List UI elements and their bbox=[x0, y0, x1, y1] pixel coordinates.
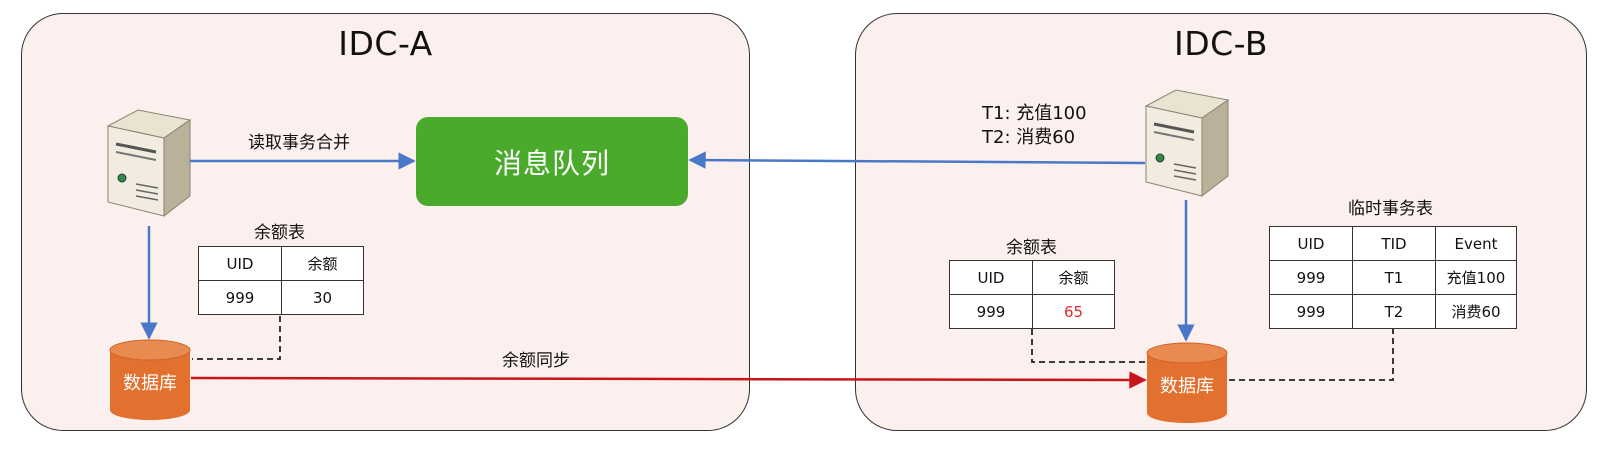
balance-sync-label: 余额同步 bbox=[502, 351, 570, 371]
table-row: 999 T1 充值100 bbox=[1269, 260, 1517, 295]
table-row: 999 T2 消费60 bbox=[1269, 294, 1517, 329]
table-cell: T2 bbox=[1352, 294, 1436, 329]
merge-transactions-label: 读取事务合并 bbox=[248, 133, 350, 153]
table-cell: 充值100 bbox=[1435, 260, 1517, 295]
table-header-cell: 余额 bbox=[1032, 260, 1115, 295]
balance-table: UID 余额 999 65 bbox=[949, 260, 1115, 329]
arrow-server-b-to-queue bbox=[688, 151, 1146, 169]
table-cell: 消费60 bbox=[1435, 294, 1517, 329]
dashed-link-a-table-db bbox=[192, 316, 281, 360]
idc-b-title: IDC-B bbox=[1173, 24, 1269, 63]
table-cell-balance-value: 65 bbox=[1032, 294, 1115, 329]
server-icon bbox=[106, 109, 192, 218]
table-cell: 30 bbox=[281, 280, 364, 315]
table-cell: 999 bbox=[1269, 294, 1353, 329]
table-header-cell: Event bbox=[1435, 226, 1517, 261]
message-queue-node: 消息队列 bbox=[416, 117, 688, 206]
message-queue-label: 消息队列 bbox=[493, 146, 610, 180]
database-label: 数据库 bbox=[123, 373, 177, 394]
temp-transaction-table: UID TID Event 999 T1 充值100 999 T2 消费60 bbox=[1269, 226, 1517, 329]
balance-table-caption: 余额表 bbox=[1006, 238, 1057, 258]
dashed-link-b-table-db bbox=[1031, 329, 1145, 363]
database-label: 数据库 bbox=[1160, 376, 1214, 397]
table-header-cell: UID bbox=[949, 260, 1033, 295]
table-cell: T1 bbox=[1352, 260, 1436, 295]
table-cell: 999 bbox=[949, 294, 1033, 329]
table-header-cell: 余额 bbox=[281, 246, 364, 281]
idc-a-title: IDC-A bbox=[338, 24, 433, 63]
transaction-item: T1: 充值100 bbox=[982, 103, 1087, 124]
server-icon bbox=[1144, 89, 1230, 198]
arrow-balance-sync bbox=[190, 371, 1147, 389]
table-row: 999 30 bbox=[198, 280, 364, 315]
table-header-cell: TID bbox=[1352, 226, 1436, 261]
table-header-cell: UID bbox=[1269, 226, 1353, 261]
transaction-list: T1: 充值100 T2: 消费60 bbox=[982, 102, 1087, 150]
database-icon: 数据库 bbox=[109, 339, 191, 420]
database-icon: 数据库 bbox=[1146, 342, 1228, 423]
transaction-item: T2: 消费60 bbox=[982, 127, 1076, 148]
dashed-link-temp-table-db bbox=[1228, 328, 1394, 381]
balance-table-caption: 余额表 bbox=[254, 223, 305, 243]
temp-table-caption: 临时事务表 bbox=[1348, 199, 1433, 219]
table-header-cell: UID bbox=[198, 246, 282, 281]
balance-table: UID 余额 999 30 bbox=[198, 246, 364, 315]
table-row: 999 65 bbox=[949, 294, 1115, 329]
table-cell: 999 bbox=[1269, 260, 1353, 295]
table-cell: 999 bbox=[198, 280, 282, 315]
